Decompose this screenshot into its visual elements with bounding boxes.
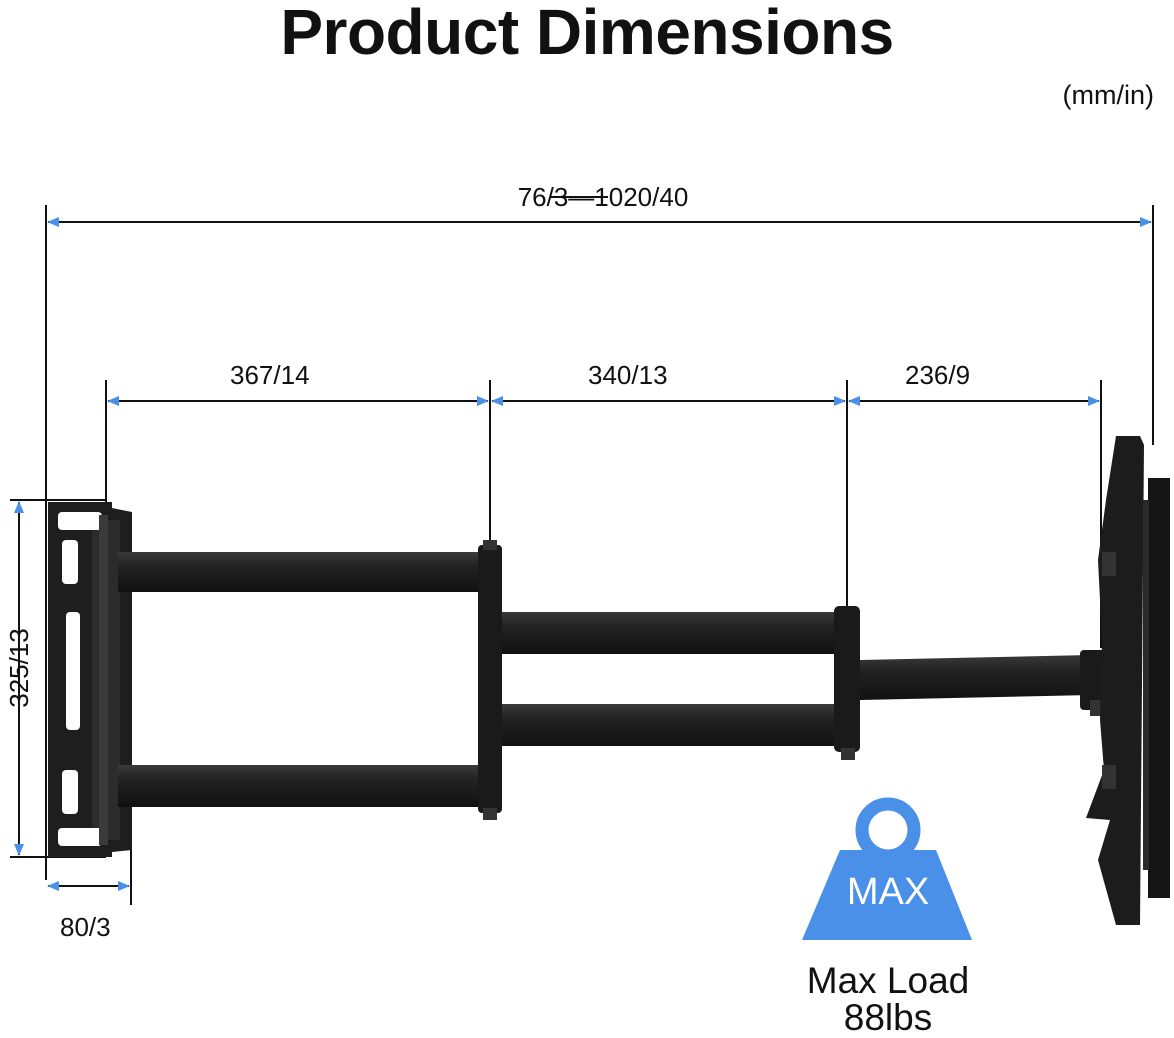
- dimension-arrows: [14, 196, 1152, 891]
- max-load-caption: Max Load 88lbs: [788, 962, 988, 1036]
- max-load-line-1: Max Load: [806, 960, 970, 1001]
- overall-dimension-label: 76/3—1020/40: [517, 182, 689, 212]
- wall-plate: [48, 502, 132, 857]
- max-badge-label: MAX: [846, 871, 930, 913]
- weight-icon: [802, 797, 972, 940]
- max-load-line-2: 88lbs: [843, 997, 933, 1038]
- arm-segment-1: [118, 540, 502, 820]
- unit-label: (mm/in): [1062, 80, 1154, 110]
- arm-1-dimension-label: 367/14: [230, 360, 310, 390]
- tv-bracket: [1086, 436, 1170, 925]
- page-title: Product Dimensions: [280, 0, 894, 68]
- arm-2-dimension-label: 340/13: [588, 360, 668, 390]
- arm-segment-3: [860, 650, 1106, 716]
- height-dimension-label: 325/13: [4, 628, 34, 708]
- arm-segment-2: [502, 606, 860, 760]
- arm-3-dimension-label: 236/9: [905, 360, 971, 390]
- depth-dimension-label: 80/3: [60, 912, 111, 942]
